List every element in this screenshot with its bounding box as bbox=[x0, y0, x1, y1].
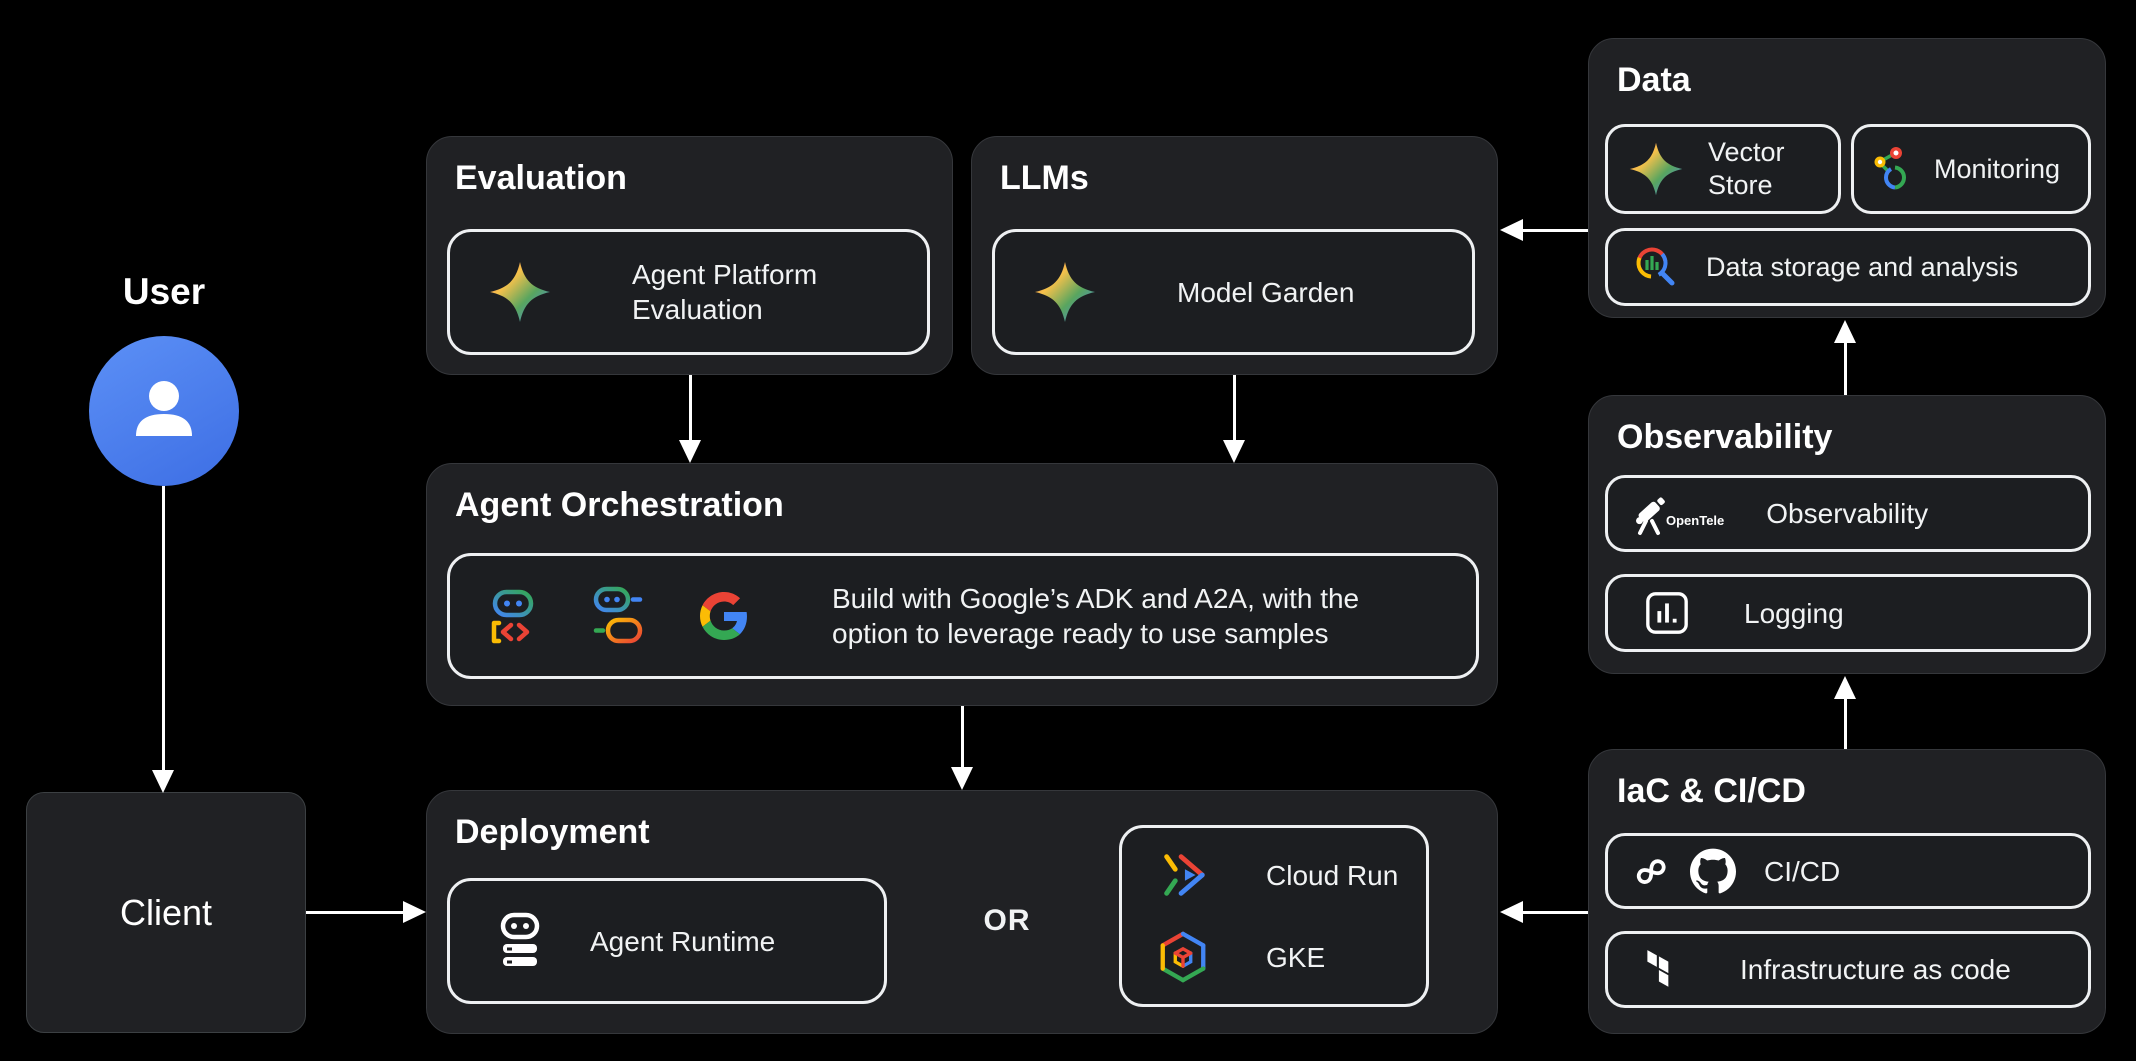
opentelemetry-icon bbox=[1636, 496, 1665, 535]
model-garden-chip: Model Garden bbox=[992, 229, 1475, 355]
llms-title: LLMs bbox=[1000, 159, 1089, 197]
monitoring-label: Monitoring bbox=[1934, 153, 2061, 184]
cloud-run-label: Cloud Run bbox=[1266, 859, 1399, 891]
adk-a2a-chip: Build with Google’s ADK and A2A, with th… bbox=[447, 553, 1479, 679]
logging-chip: Logging bbox=[1605, 574, 2091, 652]
vector-store-label: Vector Store bbox=[1708, 137, 1785, 200]
infrastructure-as-code-chip: Infrastructure as code bbox=[1605, 931, 2091, 1008]
gemini-spark-icon bbox=[1629, 142, 1683, 196]
adk-icon bbox=[491, 589, 534, 644]
a2a-icon bbox=[593, 586, 643, 644]
vector-store-chip: Vector Store bbox=[1605, 124, 1841, 214]
terraform-icon bbox=[1647, 949, 1669, 987]
evaluation-title: Evaluation bbox=[455, 159, 627, 197]
user-avatar bbox=[89, 336, 239, 486]
orchestration-title: Agent Orchestration bbox=[455, 486, 784, 524]
person-icon bbox=[136, 381, 192, 436]
agent-runtime-chip: Agent Runtime bbox=[447, 878, 887, 1004]
data-panel: Data Vector Store Monitoring bbox=[1588, 38, 2106, 318]
gemini-spark-icon bbox=[1035, 262, 1095, 322]
observability-panel: Observability OpenTele Observability bbox=[1588, 395, 2106, 674]
cloud-run-gke-chip: Cloud Run GKE bbox=[1119, 825, 1429, 1007]
cicd-chip: CI/CD bbox=[1605, 833, 2091, 909]
gemini-spark-icon bbox=[490, 262, 550, 322]
data-analysis-icon bbox=[1636, 247, 1675, 286]
cicd-label: CI/CD bbox=[1764, 855, 1841, 887]
user-label: User bbox=[122, 271, 206, 312]
github-icon bbox=[1690, 848, 1736, 894]
cicd-infinity-icon bbox=[1636, 859, 1666, 884]
adk-a2a-label: Build with Google’s ADK and A2A, with th… bbox=[832, 583, 1360, 649]
monitoring-icon bbox=[1874, 147, 1907, 190]
gke-row: GKE bbox=[1156, 930, 1426, 984]
infrastructure-as-code-label: Infrastructure as code bbox=[1740, 954, 2011, 985]
orchestration-panel: Agent Orchestration bbox=[426, 463, 1498, 706]
logging-icon bbox=[1646, 592, 1688, 634]
data-storage-chip: Data storage and analysis bbox=[1605, 228, 2091, 306]
or-label: OR bbox=[983, 904, 1031, 937]
client-box: Client bbox=[26, 792, 306, 1033]
agent-platform-evaluation-chip: Agent Platform Evaluation bbox=[447, 229, 930, 355]
data-title: Data bbox=[1617, 61, 1691, 99]
observability-title: Observability bbox=[1617, 418, 1833, 456]
cloud-run-row: Cloud Run bbox=[1156, 848, 1426, 902]
agent-runtime-robot-icon bbox=[500, 912, 540, 966]
iac-cicd-panel: IaC & CI/CD CI/CD Infrastructure as code bbox=[1588, 749, 2106, 1034]
cloud-run-icon bbox=[1164, 854, 1205, 896]
google-g-icon bbox=[700, 592, 747, 640]
client-label: Client bbox=[119, 891, 213, 933]
monitoring-chip: Monitoring bbox=[1851, 124, 2091, 214]
gke-label: GKE bbox=[1266, 941, 1326, 973]
observability-chip: OpenTele Observability bbox=[1605, 475, 2091, 552]
agent-platform-evaluation-label: Agent Platform Evaluation bbox=[632, 259, 818, 325]
iac-cicd-title: IaC & CI/CD bbox=[1617, 772, 1806, 810]
deployment-title: Deployment bbox=[455, 813, 650, 851]
llms-panel: LLMs Model Garden bbox=[971, 136, 1498, 375]
deployment-panel: Deployment Agent Runtime OR bbox=[426, 790, 1498, 1034]
gke-icon bbox=[1160, 931, 1206, 983]
logging-label: Logging bbox=[1744, 597, 1844, 629]
evaluation-panel: Evaluation Agent Platform Evaluation bbox=[426, 136, 953, 375]
agent-runtime-label: Agent Runtime bbox=[590, 925, 776, 957]
observability-label: Observability bbox=[1766, 498, 1929, 529]
data-storage-label: Data storage and analysis bbox=[1706, 251, 2019, 282]
opentelemetry-wordmark: OpenTele bbox=[1666, 513, 1725, 528]
model-garden-label: Model Garden bbox=[1177, 276, 1355, 308]
